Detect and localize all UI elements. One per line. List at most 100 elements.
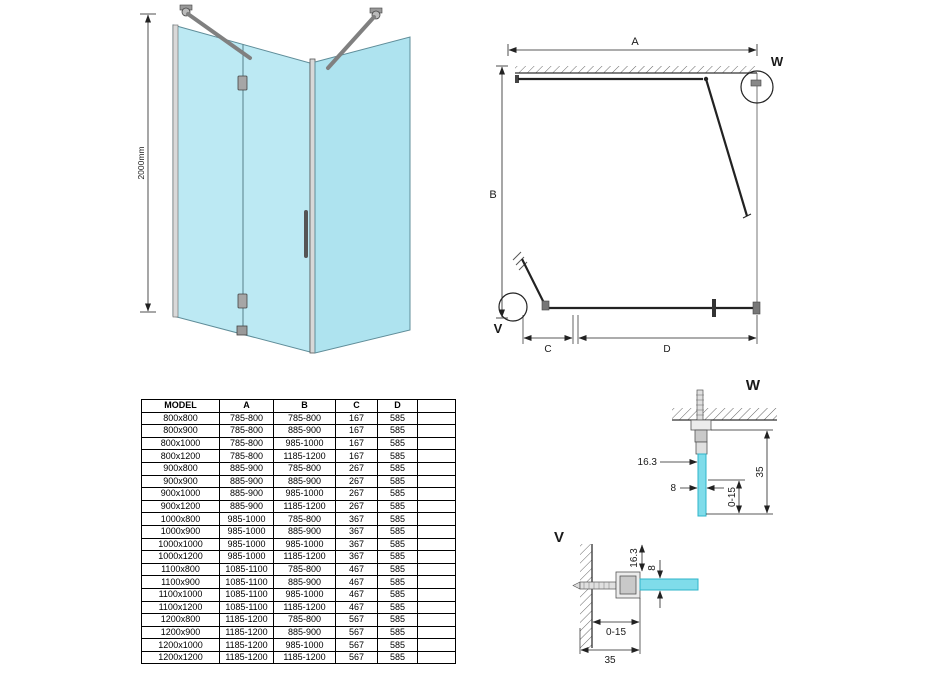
cell-dim: 267 — [335, 474, 378, 489]
cell-dim: 985-1000 — [273, 436, 336, 451]
cell-dim: 585 — [377, 524, 418, 539]
side-glass-panel — [314, 36, 411, 354]
cell-dim: 885-900 — [219, 487, 274, 501]
cell-dim: 1185-1200 — [219, 650, 274, 665]
cell-dim: 585 — [377, 587, 418, 602]
cell-dim: 585 — [377, 575, 418, 589]
cell-dim: 785-800 — [273, 562, 336, 577]
bottom-pivot-bracket — [236, 325, 248, 336]
height-dimension: 2000mm — [136, 13, 156, 313]
cell-dim: 885-900 — [219, 474, 274, 489]
cell-dim: 367 — [335, 537, 378, 552]
dimension-a-label: A — [631, 36, 639, 48]
detail-v-dim-depth: 35 — [579, 628, 641, 666]
cell-model: 1000x1000 — [141, 537, 220, 552]
detail-w-dim-depth: 35 — [711, 429, 773, 514]
cell-dim: 585 — [377, 487, 418, 501]
cell-dim: 585 — [377, 613, 418, 627]
cell-spacer — [417, 537, 456, 552]
top-wall — [515, 66, 757, 74]
detail-w-dim-offset-label: 16.3 — [638, 457, 658, 468]
cell-dim: 167 — [335, 411, 378, 426]
cell-dim: 1085-1100 — [219, 587, 274, 602]
cell-spacer — [417, 436, 456, 451]
cell-spacer — [417, 562, 456, 577]
bottom-glass-panel — [547, 299, 761, 317]
cell-dim: 585 — [377, 436, 418, 451]
cell-model: 1000x800 — [141, 512, 220, 526]
dimension-b-label: B — [489, 189, 496, 201]
cell-dim: 585 — [377, 424, 418, 438]
cell-dim: 585 — [377, 499, 418, 514]
cell-dim: 585 — [377, 600, 418, 615]
cell-dim: 1185-1200 — [273, 499, 336, 514]
detail-v-dim-offset: 16.3 — [629, 544, 645, 572]
detail-v-drawing: V 16.3 — [554, 529, 699, 666]
detail-v-dim-range-label: 0-15 — [606, 627, 626, 638]
cell-dim: 785-800 — [273, 411, 336, 426]
support-strut-left — [179, 4, 252, 60]
cell-dim: 567 — [335, 638, 378, 652]
cell-dim: 585 — [377, 411, 418, 426]
cell-model: 1100x1000 — [141, 587, 220, 602]
dimension-d: D — [577, 315, 758, 355]
detail-v-dim-depth-label: 35 — [604, 655, 616, 666]
cell-dim: 567 — [335, 625, 378, 640]
detail-marker-v-label: V — [494, 321, 503, 336]
cell-dim: 585 — [377, 461, 418, 476]
detail-v-screw — [572, 581, 617, 590]
cell-spacer — [417, 487, 456, 501]
detail-w-bracket — [690, 419, 712, 455]
cell-dim: 585 — [377, 650, 418, 665]
header-d: D — [377, 399, 418, 413]
cell-dim: 585 — [377, 550, 418, 564]
detail-w-dim-offset: 16.3 — [638, 457, 698, 468]
isometric-view-drawing: 2000mm — [136, 4, 411, 354]
cell-dim: 585 — [377, 474, 418, 489]
cell-model: 1200x1000 — [141, 638, 220, 652]
cell-dim: 567 — [335, 613, 378, 627]
cell-dim: 885-900 — [273, 575, 336, 589]
cell-dim: 467 — [335, 575, 378, 589]
cell-dim: 367 — [335, 524, 378, 539]
cell-dim: 567 — [335, 650, 378, 665]
cell-model: 800x1000 — [141, 436, 220, 451]
dimension-c: C — [522, 315, 574, 355]
cell-dim: 1185-1200 — [219, 638, 274, 652]
cell-model: 900x1000 — [141, 487, 220, 501]
detail-w-dim-range: 0-15 — [706, 479, 773, 515]
cell-dim: 1185-1200 — [273, 550, 336, 564]
wall-profile — [172, 24, 179, 318]
cell-model: 1100x1200 — [141, 600, 220, 615]
dimension-c-label: C — [544, 344, 551, 355]
detail-w-glass — [697, 453, 707, 517]
cell-spacer — [417, 550, 456, 564]
cell-dim: 367 — [335, 512, 378, 526]
door-swing-bottom-left — [512, 251, 550, 311]
cell-model: 1100x900 — [141, 575, 220, 589]
cell-dim: 1185-1200 — [219, 613, 274, 627]
detail-w-anchor-bolt — [696, 389, 704, 421]
cell-dim: 167 — [335, 449, 378, 463]
cell-dim: 985-1000 — [273, 537, 336, 552]
detail-v-glass — [639, 578, 699, 591]
cell-dim: 985-1000 — [219, 537, 274, 552]
cell-dim: 585 — [377, 638, 418, 652]
cell-spacer — [417, 625, 456, 640]
